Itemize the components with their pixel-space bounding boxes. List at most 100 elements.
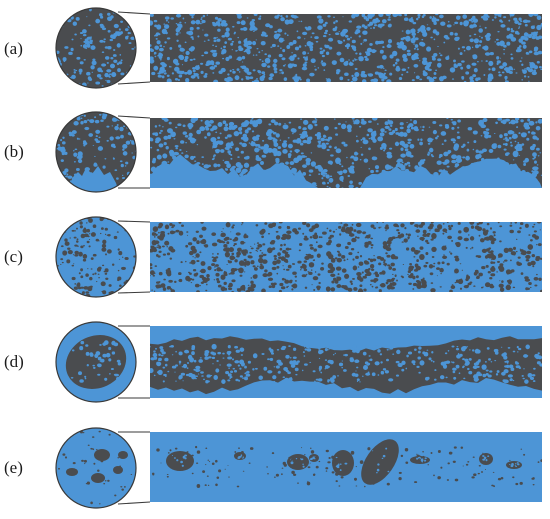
inclusion xyxy=(162,287,167,291)
inclusion xyxy=(242,456,245,458)
inclusion xyxy=(182,17,185,20)
inclusion xyxy=(108,284,112,287)
inclusion xyxy=(192,256,194,258)
circle-inset xyxy=(56,428,136,508)
inclusion xyxy=(128,436,131,439)
inclusion xyxy=(385,229,387,232)
inclusion xyxy=(520,222,524,225)
inclusion xyxy=(227,76,232,80)
inclusion xyxy=(324,138,329,141)
inclusion xyxy=(488,68,491,71)
inclusion xyxy=(88,78,93,81)
inclusion xyxy=(295,457,298,460)
inclusion xyxy=(522,160,528,163)
inclusion xyxy=(130,112,134,114)
inclusion xyxy=(473,68,478,73)
inclusion xyxy=(412,282,418,287)
inclusion xyxy=(361,71,363,73)
inclusion xyxy=(131,217,136,220)
inclusion xyxy=(305,345,310,349)
inclusion xyxy=(372,138,377,143)
inclusion xyxy=(402,53,407,59)
inclusion xyxy=(236,68,240,71)
inclusion xyxy=(471,246,474,249)
inclusion xyxy=(488,60,494,66)
inclusion xyxy=(74,148,78,151)
inclusion xyxy=(469,79,475,82)
inclusion xyxy=(104,56,110,60)
inclusion xyxy=(79,225,84,229)
inclusion xyxy=(472,456,475,458)
inclusion xyxy=(167,232,170,235)
inclusion xyxy=(477,77,481,81)
inclusion xyxy=(199,22,202,25)
inclusion xyxy=(462,465,464,467)
inclusion xyxy=(362,271,364,273)
inclusion xyxy=(424,457,427,460)
inclusion xyxy=(439,124,443,127)
inclusion xyxy=(342,285,348,290)
inclusion xyxy=(485,373,489,376)
inclusion xyxy=(343,354,345,356)
inclusion xyxy=(115,471,118,474)
inclusion xyxy=(405,461,409,464)
inclusion xyxy=(160,129,163,132)
inclusion xyxy=(378,262,382,266)
inclusion xyxy=(288,345,291,347)
panel-label-b: (b) xyxy=(4,142,24,161)
inclusion xyxy=(331,471,335,474)
inclusion xyxy=(512,159,515,161)
inclusion xyxy=(387,18,391,21)
inclusion xyxy=(69,237,71,239)
inclusion xyxy=(295,73,298,76)
inclusion xyxy=(482,366,486,370)
inclusion xyxy=(201,22,204,24)
inclusion xyxy=(302,51,307,55)
inclusion xyxy=(315,119,318,121)
inclusion xyxy=(415,75,420,80)
inclusion xyxy=(292,40,297,45)
inclusion xyxy=(187,122,194,129)
inclusion xyxy=(308,255,314,259)
inclusion xyxy=(532,380,536,383)
inclusion xyxy=(459,263,462,265)
inclusion xyxy=(221,51,225,55)
inclusion xyxy=(98,113,102,116)
inclusion xyxy=(235,232,241,236)
inclusion xyxy=(267,277,274,281)
inclusion xyxy=(352,349,357,353)
inclusion xyxy=(81,291,85,295)
inclusion xyxy=(360,42,363,45)
inclusion xyxy=(243,42,249,47)
inclusion xyxy=(231,279,236,283)
inclusion xyxy=(417,31,420,34)
inclusion xyxy=(533,48,538,52)
inclusion xyxy=(503,352,507,356)
inclusion xyxy=(224,251,230,258)
inclusion xyxy=(168,121,172,125)
inclusion xyxy=(271,284,276,289)
inclusion xyxy=(89,233,91,235)
inclusion xyxy=(491,19,495,21)
inclusion xyxy=(109,373,111,375)
inclusion xyxy=(261,154,267,158)
inclusion xyxy=(447,462,450,465)
inclusion xyxy=(428,264,434,269)
inclusion xyxy=(259,75,265,82)
inclusion xyxy=(533,14,539,17)
inclusion xyxy=(163,141,167,146)
inclusion xyxy=(355,485,358,487)
inclusion xyxy=(372,258,377,262)
inclusion xyxy=(166,37,171,40)
inclusion xyxy=(306,56,308,59)
inclusion xyxy=(222,241,226,244)
inclusion xyxy=(178,54,184,60)
inclusion xyxy=(222,352,225,355)
inclusion xyxy=(86,228,91,233)
inclusion xyxy=(241,55,246,60)
inclusion xyxy=(224,124,227,126)
inclusion xyxy=(327,15,331,18)
inclusion xyxy=(195,272,199,276)
inclusion xyxy=(332,27,337,32)
inclusion xyxy=(307,466,311,469)
